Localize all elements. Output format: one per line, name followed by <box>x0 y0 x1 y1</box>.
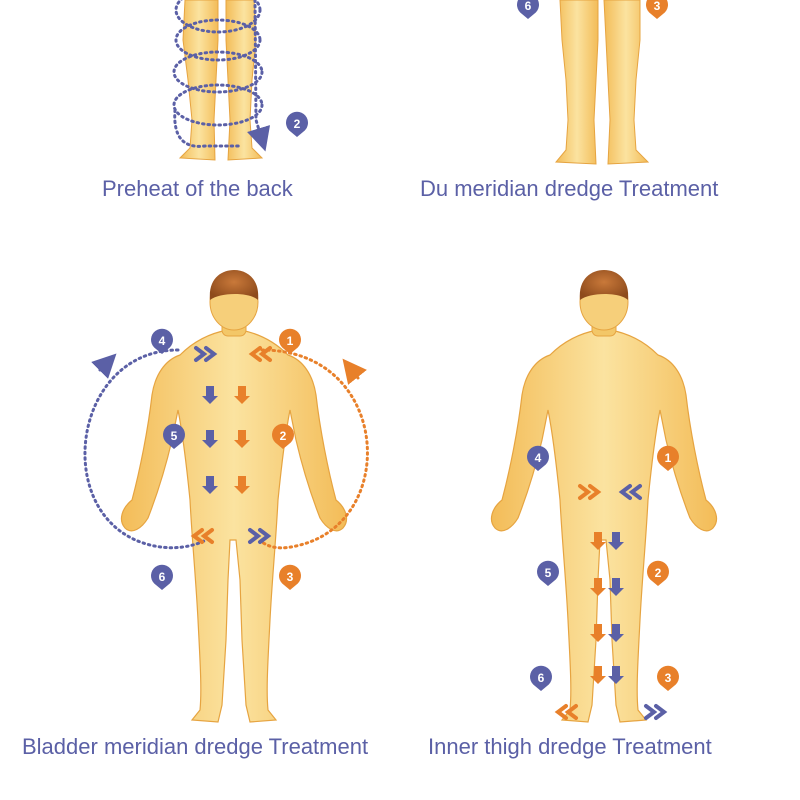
svg-text:1: 1 <box>665 451 672 465</box>
location-pin-badge-icon: 5 <box>537 561 559 586</box>
location-pin-badge-icon: 6 <box>530 666 552 691</box>
panel-inner-thigh: 4 1 5 2 6 3 <box>491 270 716 722</box>
person-back-figure <box>491 270 716 722</box>
svg-text:6: 6 <box>525 0 532 13</box>
location-pin-badge-icon: 2 <box>286 112 308 137</box>
svg-text:3: 3 <box>665 671 672 685</box>
svg-text:5: 5 <box>545 566 552 580</box>
panel-bladder-meridian: 4 1 5 2 6 3 <box>85 270 367 722</box>
svg-text:2: 2 <box>655 566 662 580</box>
svg-text:3: 3 <box>654 0 661 13</box>
svg-text:2: 2 <box>280 429 287 443</box>
caption-du-meridian: Du meridian dredge Treatment <box>420 176 718 202</box>
location-pin-badge-icon: 2 <box>647 561 669 586</box>
caption-inner-thigh: Inner thigh dredge Treatment <box>428 734 712 760</box>
panel-preheat-back: 2 <box>174 0 308 160</box>
location-pin-badge-icon: 3 <box>279 565 301 590</box>
panel-du-meridian: 6 3 <box>517 0 668 164</box>
svg-text:3: 3 <box>287 570 294 584</box>
svg-text:4: 4 <box>159 334 166 348</box>
caption-bladder-meridian: Bladder meridian dredge Treatment <box>22 734 368 760</box>
svg-text:6: 6 <box>159 570 166 584</box>
location-pin-badge-icon: 6 <box>517 0 539 19</box>
person-back-figure <box>556 0 648 164</box>
svg-text:6: 6 <box>538 671 545 685</box>
location-pin-badge-icon: 3 <box>657 666 679 691</box>
location-pin-badge-icon: 3 <box>646 0 668 19</box>
svg-text:2: 2 <box>294 117 301 131</box>
location-pin-badge-icon: 6 <box>151 565 173 590</box>
caption-preheat-back: Preheat of the back <box>102 176 293 202</box>
svg-text:1: 1 <box>287 334 294 348</box>
svg-text:4: 4 <box>535 451 542 465</box>
svg-text:5: 5 <box>171 429 178 443</box>
